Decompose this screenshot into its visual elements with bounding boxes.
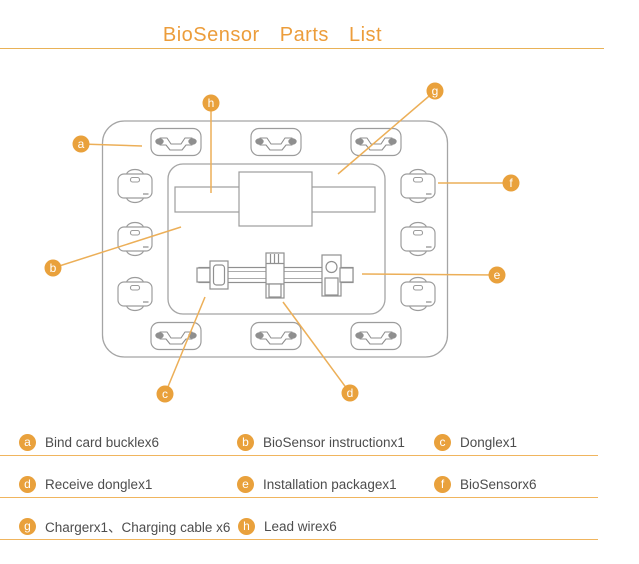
callout-letter-c: c [162, 387, 168, 401]
biosensor-icon [117, 221, 153, 257]
legend-item-h: h Lead wirex6 [238, 513, 337, 539]
legend-row-3: g Chargerx1、Charging cable x6 h Lead wirex6 [0, 513, 598, 540]
page-title: BioSensor Parts List [162, 24, 383, 46]
biosensor-icon [117, 276, 153, 312]
callout-letter-a: a [78, 137, 85, 151]
callout-c: c [156, 296, 206, 403]
right-end-cap [339, 267, 354, 283]
legend-label-f: BioSensorx6 [460, 476, 537, 492]
biosensor-icon [400, 276, 436, 312]
callout-d: d [282, 301, 359, 402]
callout-badge-g [426, 82, 444, 100]
legend-item-b: b BioSensor instructionx1 [237, 429, 405, 455]
buckle-icon [250, 321, 302, 351]
dongle [209, 260, 229, 290]
buckle-icon [350, 321, 402, 351]
leader-line-b [52, 226, 182, 269]
legend-label-c: Donglex1 [460, 434, 518, 450]
legend-item-a: a Bind card bucklex6 [19, 429, 159, 455]
biosensor-icon [400, 168, 436, 204]
legend-badge-e: e [237, 475, 254, 493]
legend-badge-b: b [237, 433, 254, 451]
legend-item-g: g Chargerx1、Charging cable x6 [19, 513, 230, 539]
leader-line-a [80, 143, 143, 147]
callout-badge-h [202, 94, 220, 112]
parts-box-diagram: a b c d e f g h [44, 82, 520, 403]
legend-badge-h: h [238, 517, 255, 535]
legend-label-g: Chargerx1、Charging cable x6 [45, 520, 231, 535]
legend-row-2: d Receive donglex1 e Installation packagex1… [0, 471, 598, 498]
callout-badge-e [488, 266, 506, 284]
callout-badge-d [341, 384, 359, 402]
callout-a: a [72, 135, 143, 153]
cable-assembly [196, 252, 354, 299]
callout-badge-f [502, 174, 520, 192]
legend-badge-c: c [434, 433, 451, 451]
callout-letter-h: h [208, 96, 215, 110]
legend-label-d: Receive donglex1 [45, 476, 153, 492]
leader-line-d [282, 301, 351, 394]
legend-badge-f: f [434, 475, 451, 493]
legend-badge-g: g [19, 517, 36, 535]
callout-letter-e: e [494, 268, 501, 282]
callout-badge-b [44, 259, 62, 277]
legend-label-e: Installation packagex1 [263, 476, 397, 492]
callout-b: b [44, 226, 182, 277]
legend-row-1: a Bind card bucklex6 b BioSensor instructio… [0, 429, 598, 456]
leader-line-e [361, 273, 498, 276]
callout-letter-b: b [50, 261, 57, 275]
legend-badge-d: d [19, 475, 36, 493]
callout-f: f [438, 174, 520, 192]
header: BioSensor Parts List [0, 0, 545, 47]
charger-and-lead-wire [174, 171, 376, 227]
title-underline [0, 48, 604, 49]
buckle-icon [250, 127, 302, 157]
legend-item-f: f BioSensorx6 [434, 471, 537, 497]
installation-package [321, 254, 342, 297]
left-end-cap [196, 267, 211, 283]
legend-item-d: d Receive donglex1 [19, 471, 152, 497]
callout-letter-f: f [509, 176, 513, 190]
leader-line-c [164, 296, 206, 395]
callout-letter-d: d [347, 386, 354, 400]
legend-label-b: BioSensor instructionx1 [263, 434, 405, 450]
leader-line-g [337, 90, 436, 175]
legend-item-e: e Installation packagex1 [237, 471, 397, 497]
callout-h: h [202, 94, 220, 193]
legend-item-c: c Donglex1 [434, 429, 517, 455]
biosensor-icon [117, 168, 153, 204]
legend-label-h: Lead wirex6 [264, 518, 337, 534]
callout-badge-a [72, 135, 90, 153]
receive-dongle [265, 252, 285, 299]
callout-g: g [337, 82, 444, 175]
biosensor-icon [400, 221, 436, 257]
legend-label-a: Bind card bucklex6 [45, 434, 160, 450]
callout-badge-c [156, 385, 174, 403]
buckle-icon [150, 127, 202, 157]
legend-badge-a: a [19, 433, 36, 451]
callout-e: e [361, 266, 506, 284]
callouts-layer: a b c d e f g h [44, 82, 520, 403]
callout-letter-g: g [432, 84, 439, 98]
